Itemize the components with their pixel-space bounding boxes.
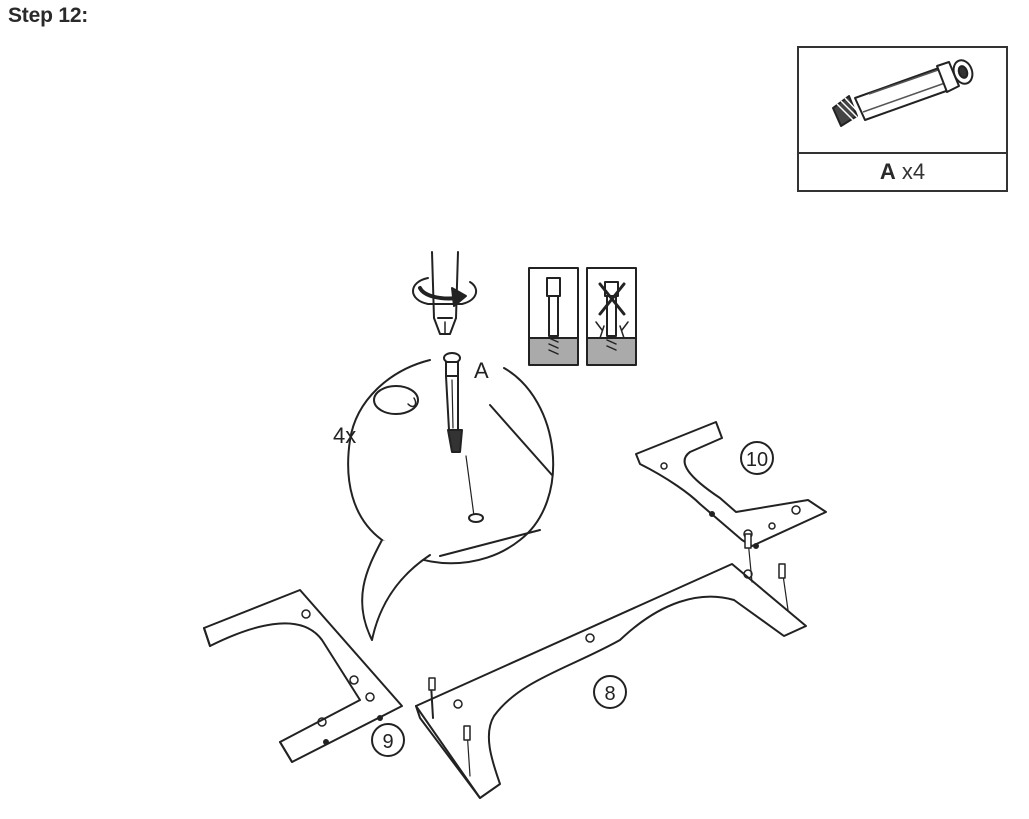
incorrect-mounting-icon xyxy=(586,267,637,366)
part-number-circle-8 xyxy=(593,675,627,709)
part-number-10: 10 xyxy=(746,449,768,471)
part-number-circle-9 xyxy=(371,723,405,757)
cam-bolt-icon xyxy=(832,59,974,127)
part-number-8: 8 xyxy=(604,683,615,705)
part-number-9: 9 xyxy=(382,731,393,753)
part-letter: A xyxy=(879,159,896,184)
detail-part-label: A xyxy=(474,358,489,383)
right-leg-panel xyxy=(635,421,827,549)
parts-list-box: A x4 xyxy=(797,46,1008,192)
cam-bolt-detail-icon xyxy=(443,352,484,523)
screwdriver-icon xyxy=(412,251,478,335)
multiplier-label: 4x xyxy=(333,423,356,448)
detail-callout xyxy=(347,352,555,641)
part-quantity: x4 xyxy=(901,159,926,184)
step-title: Step 12: xyxy=(8,4,89,27)
part-caption: A x4 xyxy=(799,154,1006,190)
center-beam-panel xyxy=(415,533,807,799)
correct-mounting-icon xyxy=(528,267,579,366)
parts-box-divider xyxy=(799,152,1006,154)
left-leg-panel xyxy=(203,589,403,763)
part-number-circle-10 xyxy=(740,441,774,475)
